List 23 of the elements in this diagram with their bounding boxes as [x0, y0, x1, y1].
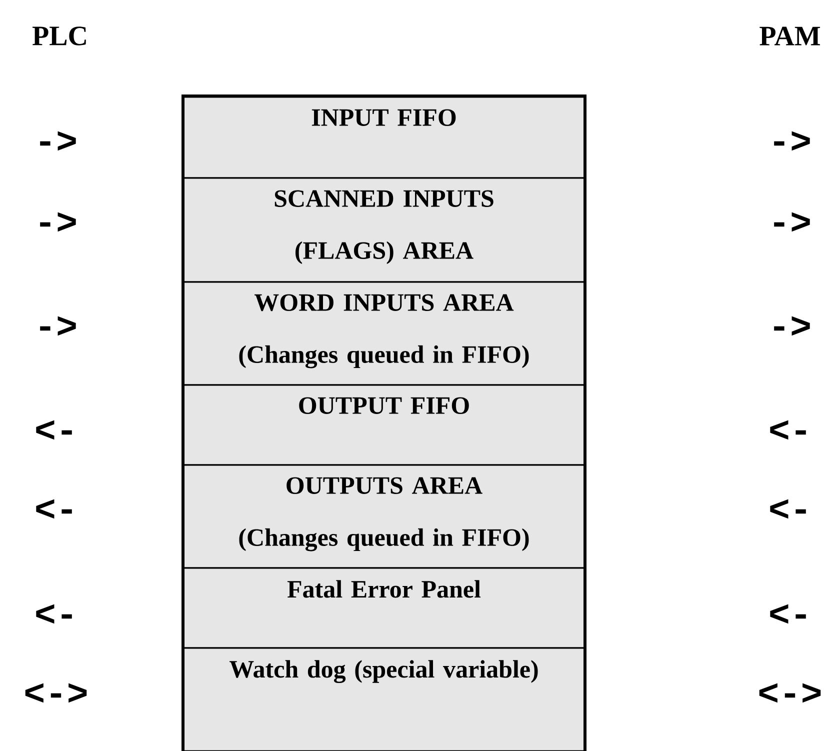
memory-area-row: SCANNED INPUTS (FLAGS) AREA: [182, 177, 586, 283]
memory-area-row: OUTPUTS AREA (Changes queued in FIFO): [182, 464, 586, 569]
direction-text: <-: [770, 420, 806, 440]
direction-text: ->: [40, 316, 76, 336]
memory-area-row: WORD INPUTS AREA (Changes queued in FIFO): [182, 281, 586, 386]
direction-text: <-: [770, 499, 806, 519]
direction-text: ->: [774, 316, 810, 336]
direction-text: ->: [40, 131, 76, 151]
memory-area-row: Fatal Error Panel: [182, 567, 586, 649]
direction-text: ->: [774, 212, 810, 232]
direction-text: <-: [36, 420, 72, 440]
direction-text: ->: [40, 212, 76, 232]
direction-text: ->: [774, 131, 810, 151]
memory-area-row: OUTPUT FIFO: [182, 384, 586, 466]
memory-area-row: Watch dog (special variable): [182, 647, 586, 751]
direction-text: <-: [36, 499, 72, 519]
direction-text: <->: [759, 683, 821, 703]
column-heading: PAM: [760, 26, 820, 46]
column-heading: PLC: [32, 26, 86, 46]
direction-text: <-: [770, 604, 806, 624]
memory-area-row: INPUT FIFO: [182, 96, 586, 179]
direction-text: <->: [25, 683, 87, 703]
direction-text: <-: [36, 604, 72, 624]
